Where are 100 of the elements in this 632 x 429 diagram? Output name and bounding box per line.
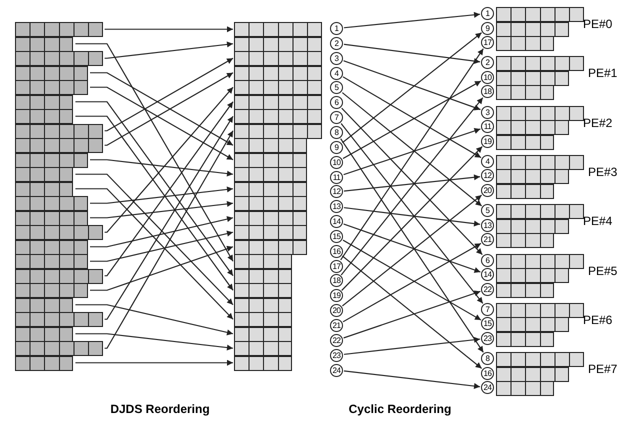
matrix-row <box>496 317 569 332</box>
matrix-row <box>15 254 88 269</box>
arrow <box>104 58 234 132</box>
circled-number: 7 <box>330 111 343 124</box>
matrix-row <box>15 182 74 196</box>
circled-number: 12 <box>330 185 343 198</box>
matrix-row <box>234 167 307 182</box>
matrix-row <box>234 225 307 240</box>
circled-number: 3 <box>330 52 343 65</box>
matrix-row <box>496 218 569 234</box>
matrix-row <box>496 36 554 51</box>
matrix-row <box>15 138 103 153</box>
circled-number: 5 <box>330 81 343 94</box>
group-label: PE#2 <box>583 116 612 130</box>
matrix-row <box>15 124 103 138</box>
matrix-row <box>15 22 103 37</box>
matrix-row <box>15 326 74 342</box>
matrix-row <box>15 167 74 182</box>
matrix-row <box>234 51 322 66</box>
arrow <box>342 194 482 306</box>
arrow <box>340 48 484 260</box>
arrow <box>344 12 480 28</box>
arrow <box>90 230 234 262</box>
matrix-row <box>15 298 74 312</box>
matrix-row <box>234 326 292 342</box>
circled-number: 15 <box>330 230 343 243</box>
circled-number: 20 <box>481 184 494 197</box>
circled-number: 5 <box>481 204 494 218</box>
arrow <box>343 60 481 110</box>
arrow <box>343 224 481 273</box>
circled-number: 17 <box>330 260 343 273</box>
circled-number: 21 <box>330 319 343 332</box>
matrix-row <box>496 120 569 136</box>
arrow <box>75 360 233 366</box>
circled-number: 8 <box>330 126 343 139</box>
caption-text: DJDS Reordering <box>109 402 211 416</box>
arrow <box>90 216 234 248</box>
circled-number: 13 <box>481 218 494 232</box>
matrix-row <box>234 196 307 211</box>
circled-number: 22 <box>481 282 494 296</box>
matrix-row <box>234 182 307 196</box>
arrow <box>342 92 482 206</box>
circled-number: 4 <box>330 66 343 80</box>
matrix-row <box>15 268 103 284</box>
arrow <box>104 130 234 349</box>
matrix-row <box>15 152 88 168</box>
arrow <box>342 256 482 369</box>
circled-number: 21 <box>481 233 494 246</box>
arrow <box>343 128 481 176</box>
matrix-row <box>15 196 88 211</box>
arrow <box>343 290 481 338</box>
arrow <box>104 26 233 32</box>
circled-number: 24 <box>330 364 343 377</box>
circled-number: 9 <box>330 140 343 154</box>
matrix-row <box>15 210 88 226</box>
matrix-row <box>15 356 74 370</box>
circled-number: 2 <box>330 36 343 50</box>
matrix-row <box>234 66 322 80</box>
circled-number: 23 <box>330 348 343 362</box>
circled-number: 18 <box>330 274 343 288</box>
matrix-row <box>15 225 103 240</box>
circled-number: 2 <box>481 56 494 70</box>
circled-number: 14 <box>330 215 343 228</box>
arrow <box>344 370 480 390</box>
group-label: PE#4 <box>583 214 612 228</box>
matrix-row <box>234 94 322 110</box>
matrix-row <box>496 254 584 268</box>
matrix-row <box>496 169 569 184</box>
arrow <box>340 123 484 304</box>
circled-number: 11 <box>330 170 343 184</box>
circled-number: 1 <box>330 22 343 35</box>
arrow <box>75 304 234 336</box>
matrix-row <box>15 312 103 327</box>
group-label: PE#1 <box>588 66 618 80</box>
circled-number: 17 <box>481 36 494 49</box>
matrix-row <box>234 210 307 226</box>
circled-number: 1 <box>481 7 494 20</box>
circled-number: 8 <box>481 352 494 366</box>
caption-text: Cyclic Reordering <box>348 402 452 416</box>
circled-number: 18 <box>481 85 494 98</box>
arrow <box>344 174 480 192</box>
matrix-row <box>234 356 292 370</box>
matrix-row <box>496 134 554 150</box>
arrow <box>344 336 480 355</box>
arrow <box>90 186 234 204</box>
matrix-row <box>234 240 307 254</box>
circled-number: 13 <box>330 200 343 214</box>
matrix-row <box>234 109 322 124</box>
arrow <box>75 333 234 351</box>
arrow <box>90 246 234 291</box>
matrix-row <box>15 80 88 95</box>
arrow <box>341 146 483 291</box>
matrix-row <box>496 332 554 347</box>
circled-number: 12 <box>481 169 494 182</box>
circled-number: 9 <box>481 22 494 34</box>
group-label: PE#0 <box>583 17 612 31</box>
arrow <box>104 86 234 233</box>
matrix-row <box>496 56 584 72</box>
matrix-row <box>15 109 74 124</box>
matrix-row <box>15 66 88 80</box>
